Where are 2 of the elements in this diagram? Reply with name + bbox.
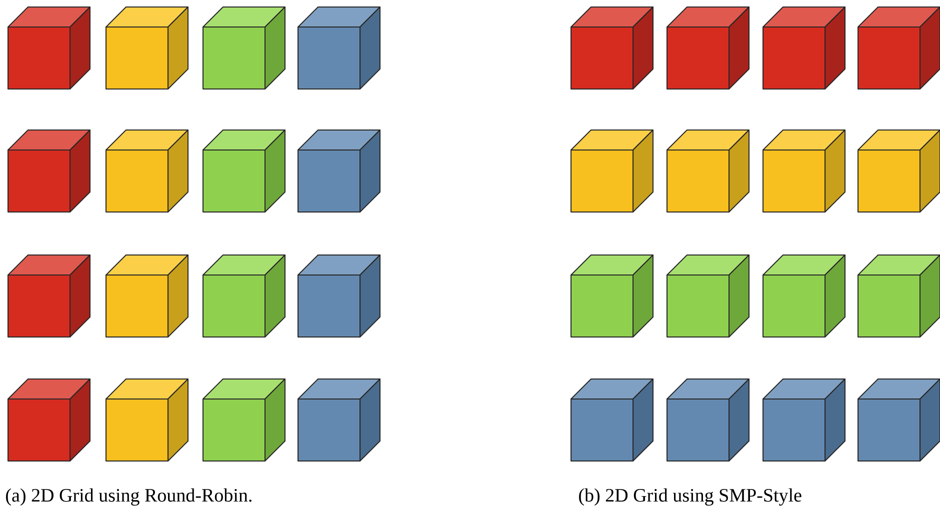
caption: (a) 2D Grid using Round-Robin. [6,488,252,506]
caption: (b) 2D Grid using SMP-Style [579,488,802,506]
